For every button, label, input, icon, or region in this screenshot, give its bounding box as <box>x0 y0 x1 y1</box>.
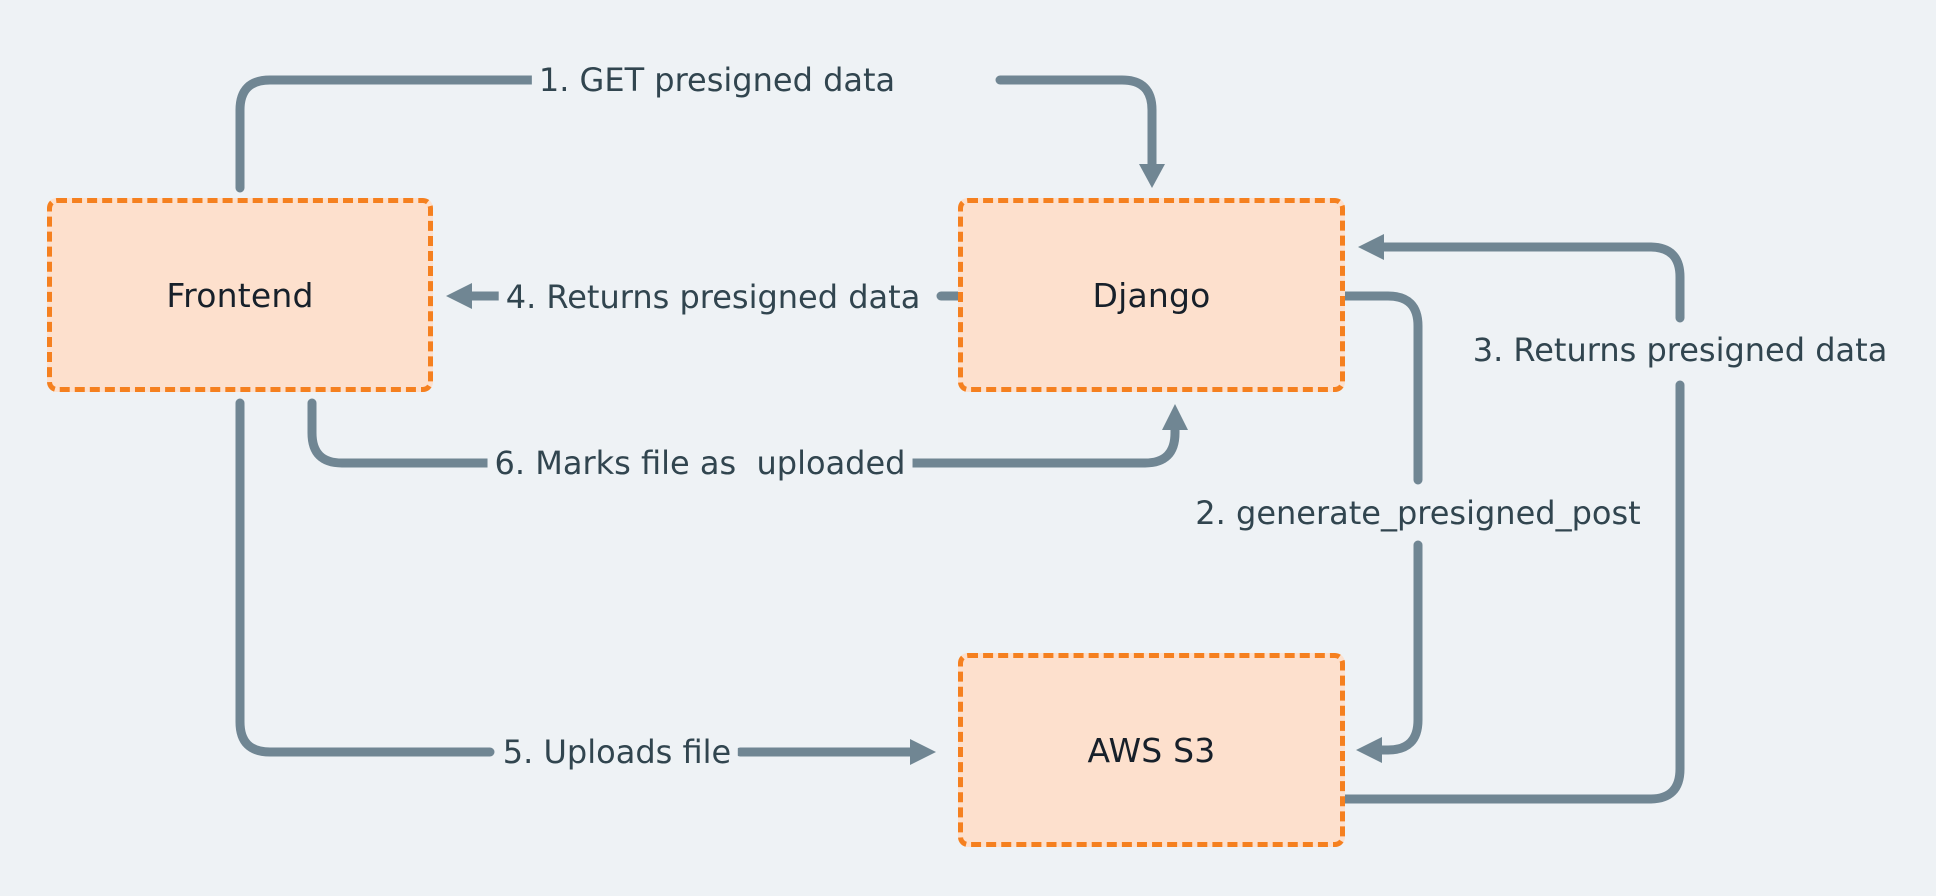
edge-5-arrowhead <box>910 739 936 765</box>
node-django[interactable]: Django <box>958 198 1345 392</box>
edge-5-path <box>235 398 495 757</box>
edge-6-label: 6. Marks file as uploaded <box>487 443 913 483</box>
edge-6-path-b <box>900 423 1180 468</box>
node-aws-s3[interactable]: AWS S3 <box>958 653 1345 847</box>
node-django-label: Django <box>1092 275 1211 315</box>
edge-2-label: 2. generate_presigned_post <box>1188 493 1648 533</box>
edge-3-path <box>1340 380 1685 804</box>
node-frontend-label: Frontend <box>166 275 314 315</box>
edge-4-arrowhead <box>446 283 472 309</box>
edge-2-path <box>1340 291 1423 485</box>
edge-1-path-b <box>995 75 1157 175</box>
edge-6-path <box>307 398 495 468</box>
edge-6-arrowhead <box>1162 404 1188 430</box>
edge-4-label: 4. Returns presigned data <box>498 277 928 317</box>
edge-1-path <box>235 75 800 193</box>
edge-1-arrowhead <box>1139 164 1165 188</box>
edge-3-label: 3. Returns presigned data <box>1465 330 1895 370</box>
edge-3-path-b <box>1375 242 1685 323</box>
edge-1-label: 1. GET presigned data <box>531 60 903 100</box>
edge-5-label: 5. Uploads file <box>495 732 739 772</box>
edge-2-path-b <box>1373 540 1423 755</box>
node-aws-s3-label: AWS S3 <box>1087 730 1216 770</box>
edge-2-arrowhead <box>1356 737 1382 763</box>
edge-3-arrowhead <box>1358 234 1384 260</box>
node-frontend[interactable]: Frontend <box>47 198 433 392</box>
